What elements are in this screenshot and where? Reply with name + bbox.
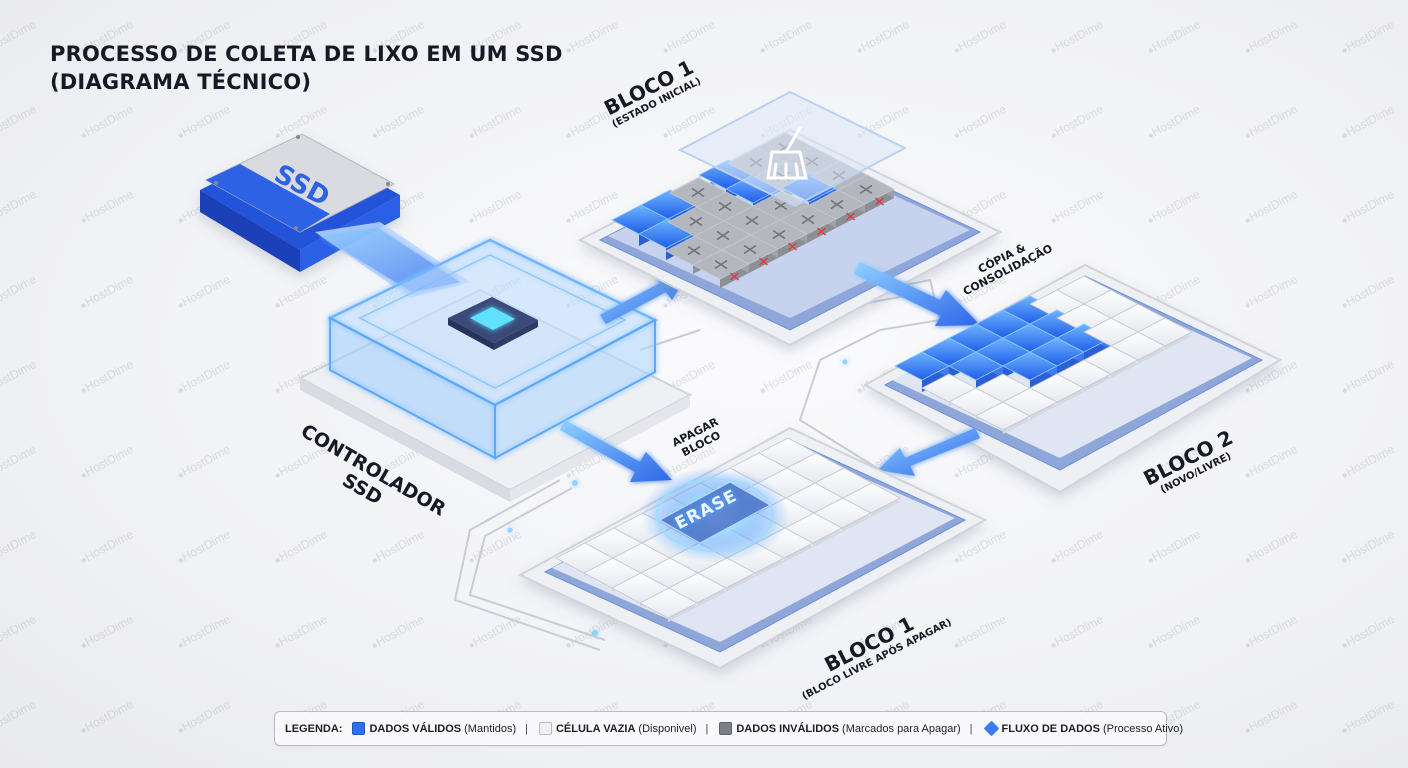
empty-cell [842, 482, 901, 517]
legend-separator: | [705, 722, 709, 735]
block1-initial [577, 90, 1003, 347]
empty-cell [1137, 317, 1193, 350]
valid-data-swatch-icon [352, 722, 366, 735]
legend: LEGENDA: DADOS VÁLIDOS (Mantidos) | CÉLU… [274, 711, 1183, 746]
controller-chip-icon [448, 297, 538, 350]
invalid-data-cell [692, 249, 750, 288]
legend-separator: | [525, 722, 528, 735]
legend-title: LEGENDA: [285, 722, 343, 735]
title-line-2: (DIAGRAMA TÉCNICO) [50, 70, 312, 94]
legend-item-flow: FLUXO DE DADOS (Processo Ativo) [982, 720, 1183, 737]
flow-arrow-copy [854, 262, 980, 326]
empty-cell-swatch-icon [538, 722, 552, 735]
legend-item-invalid: DADOS INVÁLIDOS (Marcados para Apagar) [717, 722, 961, 735]
invalid-data-cell [779, 204, 837, 243]
invalid-data-cell [721, 234, 779, 273]
broom-icon [766, 126, 808, 180]
flow-arrow-erase [560, 420, 672, 482]
title-line-1: PROCESSO DE COLETA DE LIXO EM UM SSD [50, 42, 563, 66]
legend-item-valid: DADOS VÁLIDOS (Mantidos) [350, 722, 516, 735]
page-title: PROCESSO DE COLETA DE LIXO EM UM SSD (DI… [50, 40, 563, 96]
invalid-data-cell [837, 174, 895, 213]
block1-after-erase [517, 426, 988, 670]
data-flow-diamond-icon [983, 720, 999, 737]
flow-arrow-return [878, 428, 980, 476]
legend-item-empty: CÉLULA VAZIA (Disponivel) [537, 722, 697, 735]
legend-separator: | [969, 722, 973, 735]
invalid-data-swatch-icon [719, 722, 733, 735]
